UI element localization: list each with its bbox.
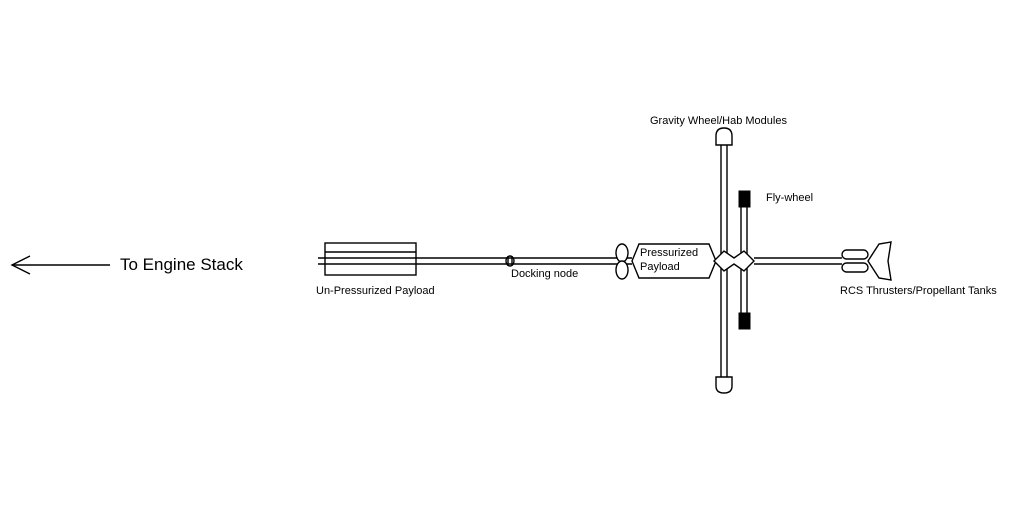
engine-stack-arrow (10, 255, 110, 275)
pressurized-payload (631, 243, 717, 279)
gravity-wheel-label: Gravity Wheel/Hab Modules (650, 115, 787, 127)
pressurized-payload-endcap (615, 243, 629, 280)
rcs-truss (754, 257, 842, 265)
unpressurized-payload-label: Un-Pressurized Payload (316, 285, 435, 297)
docking-node (505, 255, 515, 267)
rcs-thrusters (841, 241, 892, 281)
pressurized-payload-label-line2: Payload (640, 261, 680, 273)
flywheel-label: Fly-wheel (766, 192, 813, 204)
pressurized-payload-label-line1: Pressurized (640, 247, 698, 259)
docking-node-label: Docking node (511, 268, 578, 280)
gravity-wheel-spoke (715, 127, 733, 394)
engine-stack-label: To Engine Stack (120, 255, 243, 274)
rcs-label: RCS Thrusters/Propellant Tanks (840, 285, 997, 297)
central-hub (713, 250, 755, 272)
main-truss (318, 257, 632, 265)
unpressurized-payload (324, 242, 417, 276)
